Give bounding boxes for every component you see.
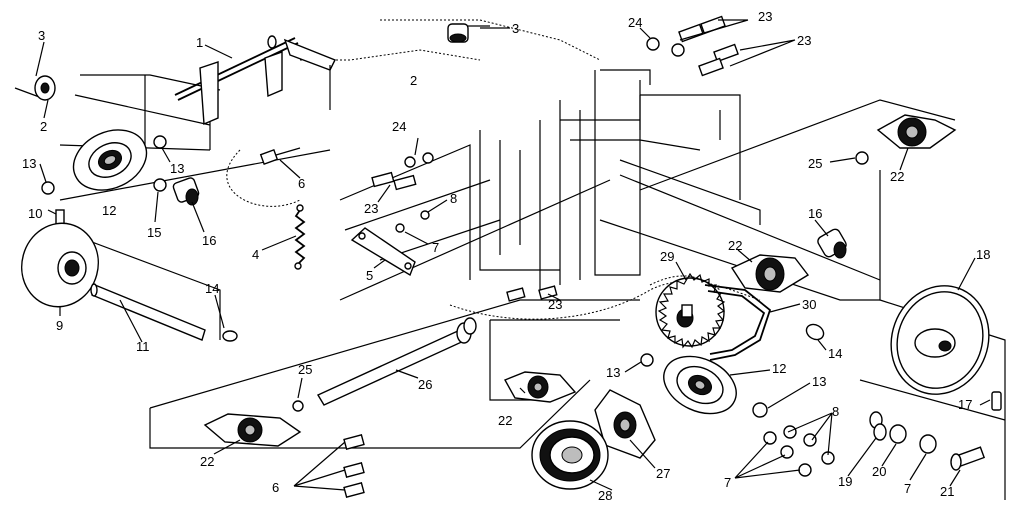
spring-part-4 [294,204,306,270]
sprocket-part-29 [655,272,726,349]
leader-lines [35,19,991,491]
callout-24-mid: 24 [392,119,406,134]
callout-1: 1 [196,35,203,50]
pin-part-3-left [14,75,56,101]
callout-19: 19 [838,474,852,489]
washer-part-20 [889,424,907,444]
callout-13-right-b: 13 [812,374,826,389]
washer-part-13-c [640,353,654,367]
bearing-flange-part-22-lower-left [203,413,302,447]
callout-29: 29 [660,249,674,264]
washer-part-25-left [292,400,304,412]
callout-17: 17 [958,397,972,412]
callout-10: 10 [28,206,42,221]
callout-23-top-b: 23 [797,33,811,48]
callout-7-mid: 7 [432,240,439,255]
spring-washer-part-19 [869,411,887,441]
nut-part-8-mid [420,210,430,220]
callout-15: 15 [147,225,161,240]
callout-22-lower-left: 22 [200,454,214,469]
disc-hub-part-9 [21,222,99,308]
bolts-part-23-mid [371,152,434,191]
callout-30: 30 [802,297,816,312]
bolts-part-23-top [678,15,739,77]
callout-13-left-b: 13 [170,161,184,176]
shaft-part-11 [90,283,206,341]
callout-28: 28 [598,488,612,503]
bearing-flange-part-12-right [663,355,737,415]
callout-14-right: 14 [828,346,842,361]
bearing-flange-part-22-middle [730,254,810,293]
callout-12-right: 12 [772,361,786,376]
callout-20: 20 [872,464,886,479]
callout-7-lower: 7 [724,475,731,490]
callout-2-mid: 2 [410,73,417,88]
washer-part-13-b [153,135,167,149]
callout-23-mid: 23 [364,201,378,216]
bolts-part-23-lower [506,285,558,302]
callout-3-left: 3 [38,28,45,43]
callout-23-lower: 23 [548,297,562,312]
callout-13-right-a: 13 [606,365,620,380]
washer-part-13-a [41,181,55,195]
callout-5: 5 [366,268,373,283]
callout-23-top-a: 23 [758,9,772,24]
bolt-part-21 [950,446,986,471]
washers-nuts-part-7-8-lower [763,425,835,477]
callout-16-left: 16 [202,233,216,248]
axle-shaft-part-26 [316,317,477,406]
callout-21: 21 [940,484,954,499]
callout-7-right: 7 [904,481,911,496]
callout-24-top: 24 [628,15,642,30]
callout-22-lower-mid: 22 [498,413,512,428]
bearing-flange-part-22-upper-right [876,114,957,149]
washer-part-7-mid [395,223,405,233]
washer-part-25-right [855,151,869,165]
washer-part-7-right [919,434,937,454]
flange-plate-part-27 [594,389,656,459]
washers-part-24-top [646,37,685,57]
pulley-hub-part-28 [531,420,609,490]
callout-6-lower: 6 [272,480,279,495]
link-plate-part-5 [350,227,416,277]
bearing-flange-part-12-left [72,129,148,191]
washer-part-15 [153,178,167,192]
callout-13-left-a: 13 [22,156,36,171]
ring-part-14-right [805,323,825,341]
callout-8-lower: 8 [832,404,839,419]
callout-6-upper: 6 [298,176,305,191]
callout-8-mid: 8 [450,191,457,206]
callout-9: 9 [56,318,63,333]
callout-3-right: 3 [512,21,519,36]
pin-part-3-right [447,23,490,43]
callout-4: 4 [252,247,259,262]
bolts-part-6-lower [343,433,365,499]
bushing-part-16-left [172,177,200,206]
callout-18: 18 [976,247,990,262]
ring-part-14-left [222,330,238,342]
callout-12-left: 12 [102,203,116,218]
callout-25-right: 25 [808,156,822,171]
callout-labels: 3 2 1 3 2 24 23 23 24 23 6 8 7 4 5 13 13… [22,9,990,503]
bushing-part-16-right [817,228,847,259]
callout-2-left: 2 [40,119,47,134]
callout-22-middle: 22 [728,238,742,253]
chain-part-30 [704,284,772,361]
shift-shaft-part-1 [174,35,336,126]
pulley-part-18 [890,285,990,395]
callout-22-upper-right: 22 [890,169,904,184]
washer-part-13-d [752,402,768,418]
callout-14-left: 14 [205,281,219,296]
bearing-flange-part-22-lower-mid [504,371,577,403]
callout-25-left: 25 [298,362,312,377]
key-part-17 [991,391,1002,411]
callout-16-right: 16 [808,206,822,221]
callout-11: 11 [136,339,150,354]
bolt-part-6-upper [259,147,301,165]
callout-26: 26 [418,377,432,392]
callout-27: 27 [656,466,670,481]
